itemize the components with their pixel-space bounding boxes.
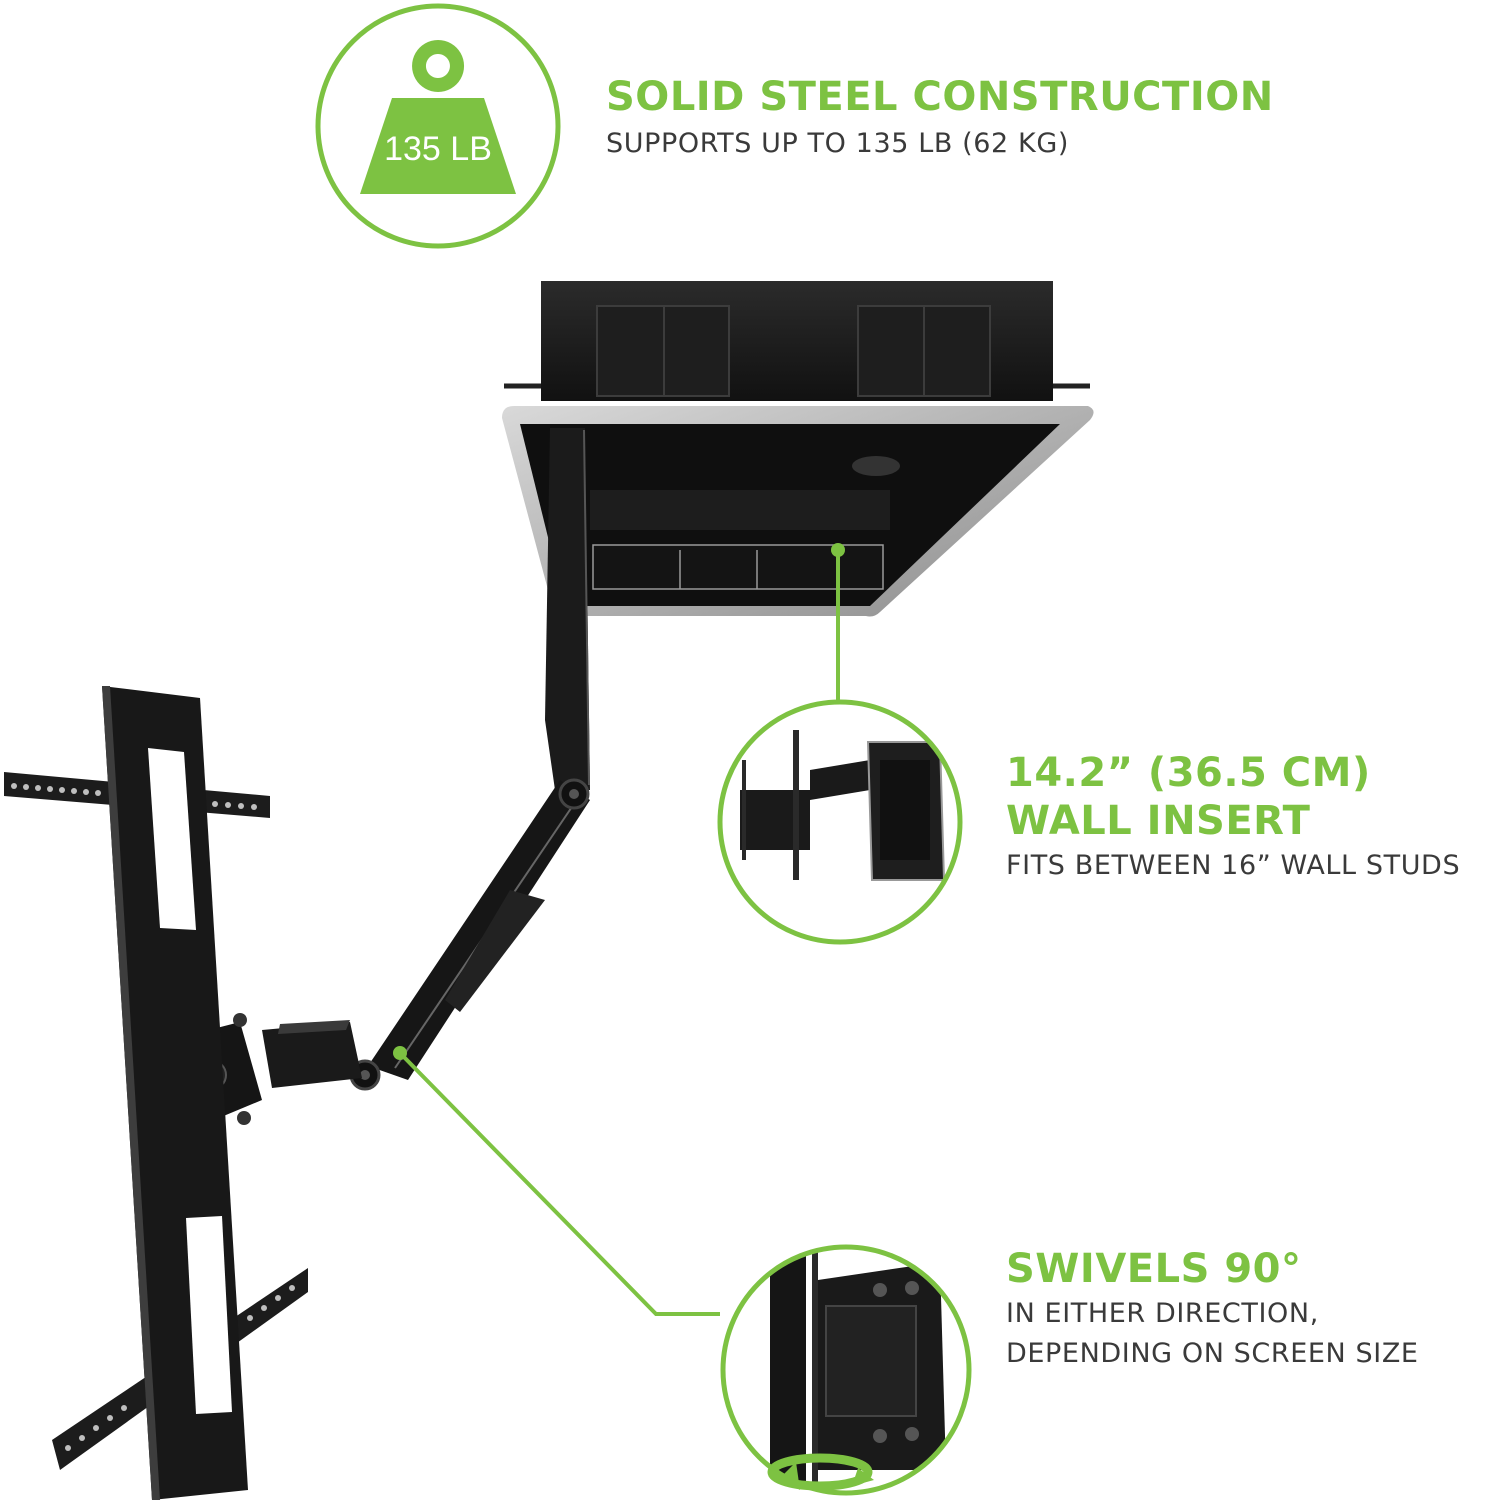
feature-insert-detail: FITS BETWEEN 16” WALL STUDS [1006,850,1461,881]
swivel-callout-line [398,1051,720,1316]
weight-badge-label: 135 LB [384,130,492,168]
insert-callout-dot [831,543,845,557]
tv-mount-plate [4,686,308,1500]
swivel-detail-circle [720,1244,972,1496]
arm-post [545,428,590,790]
insert-detail-circle [717,699,963,945]
insert-detail-ring [717,699,963,945]
feature-swivel-detail-line1: IN EITHER DIRECTION, [1006,1298,1319,1329]
feature-steel-title: SOLID STEEL CONSTRUCTION [606,74,1274,120]
feature-steel-detail: SUPPORTS UP TO 135 LB (62 KG) [606,128,1069,159]
weight-icon [360,40,516,194]
callout-lines [398,550,840,1316]
wall-box [502,281,1094,617]
articulating-arm [349,778,590,1091]
feature-insert-title-line2: WALL INSERT [1006,798,1311,844]
weight-badge [315,3,561,249]
feature-swivel-detail-line2: DEPENDING ON SCREEN SIZE [1006,1338,1419,1369]
feature-insert-title-line1: 14.2” (36.5 CM) [1006,750,1371,796]
swivel-callout-dot [393,1046,407,1060]
feature-swivel-title: SWIVELS 90° [1006,1246,1302,1292]
swivel-detail-ring [720,1244,972,1496]
